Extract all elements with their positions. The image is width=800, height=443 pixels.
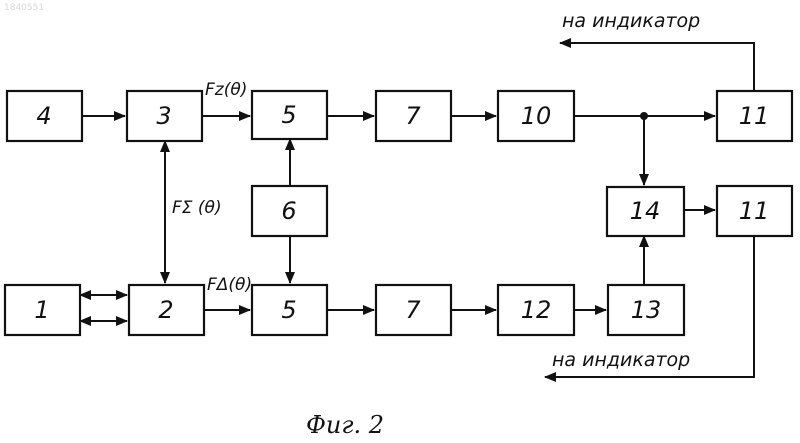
block-5-top-label: 5 [281, 101, 296, 129]
block-6: 6 [252, 186, 327, 236]
block-13-label: 13 [631, 296, 662, 324]
signal-f-sigma-label: FΣ (θ) [172, 198, 222, 218]
signal-f-delta-label: FΔ(θ) [207, 275, 252, 295]
block-12: 12 [498, 285, 574, 335]
block-7-top-label: 7 [405, 102, 421, 130]
wire-11-to-indicator-top [560, 43, 754, 91]
block-7-top: 7 [376, 91, 451, 141]
signal-f-z-label: Fz(θ) [205, 80, 247, 100]
block-13: 13 [608, 285, 684, 335]
block-3-label: 3 [156, 102, 171, 130]
block-1: 1 [5, 285, 80, 335]
note-to-indicator-bottom: на индикатор [552, 349, 690, 371]
block-10: 10 [498, 91, 574, 141]
block-5-bottom: 5 [252, 285, 327, 335]
block-11-top-label: 11 [739, 102, 770, 130]
block-12-label: 12 [521, 296, 552, 324]
block-14: 14 [607, 187, 684, 236]
block-11-mid-label: 11 [739, 197, 770, 225]
block-11-top: 11 [717, 91, 792, 141]
watermark: 1840551 [4, 3, 44, 13]
block-7-bottom-label: 7 [405, 296, 421, 324]
block-4: 4 [7, 91, 82, 141]
block-3: 3 [127, 91, 202, 141]
figure-caption: Фиг. 2 [306, 411, 384, 439]
note-to-indicator-top: на индикатор [562, 10, 700, 32]
block-2-label: 2 [158, 296, 173, 324]
block-14-label: 14 [630, 197, 661, 225]
block-7-bottom: 7 [376, 285, 451, 335]
block-10-label: 10 [521, 102, 552, 130]
block-1-label: 1 [34, 296, 49, 324]
block-5-bottom-label: 5 [281, 296, 296, 324]
block-11-mid: 11 [717, 186, 792, 236]
block-2: 2 [129, 285, 204, 335]
block-4-label: 4 [36, 102, 51, 130]
block-6-label: 6 [281, 197, 296, 225]
block-5-top: 5 [252, 91, 327, 139]
